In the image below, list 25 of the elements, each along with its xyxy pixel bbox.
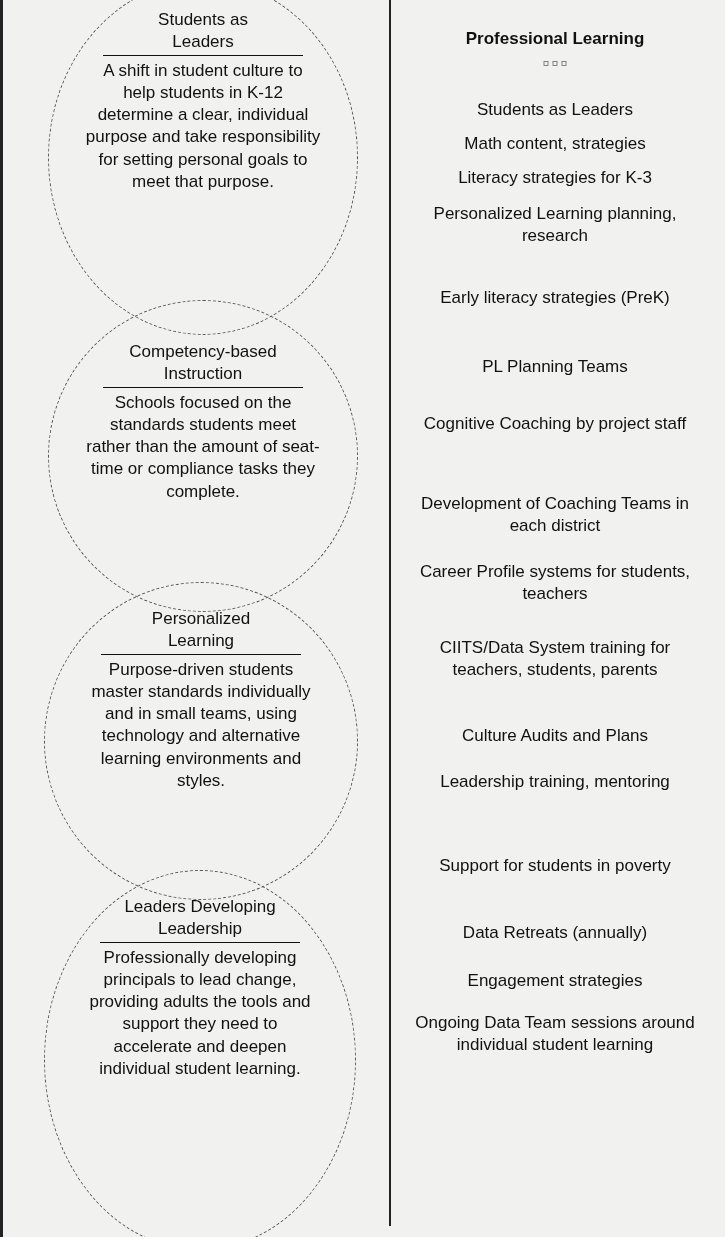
list-item: Leadership training, mentoring xyxy=(439,771,671,793)
list-item: Students as Leaders xyxy=(476,99,634,121)
ellipse-heading: Personalized Learning xyxy=(101,608,301,656)
list-item: Ongoing Data Team sessions around individual student learning xyxy=(414,1012,696,1057)
ellipse-description: Schools focused on the standards students meet rather than the amount of seat-time or compliance tasks they complete. xyxy=(85,392,321,503)
list-item: PL Planning Teams xyxy=(481,356,629,378)
list-item: Literacy strategies for K-3 xyxy=(457,167,653,189)
ellipse-heading: Students as Leaders xyxy=(103,9,303,57)
list-item: CIITS/Data System training for teachers, students, parents xyxy=(438,637,672,682)
list-item: Engagement strategies xyxy=(466,970,644,992)
ellipse-description: Professionally developing principals to lead change, providing adults the tools and support they need to accelerate and deepen individual student learning. xyxy=(88,947,312,1080)
ellipse-heading: Leaders Developing Leadership xyxy=(100,896,300,944)
list-item: Career Profile systems for students, teachers xyxy=(418,561,692,606)
ellipse-description: Purpose-driven students master standards individually and in small teams, using technology and alternative learning environments and styles. xyxy=(90,659,312,792)
list-item: Culture Audits and Plans xyxy=(460,725,650,747)
list-item: Development of Coaching Teams in each district xyxy=(419,493,691,538)
list-item: Data Retreats (annually) xyxy=(461,922,649,944)
list-item: Early literacy strategies (PreK) xyxy=(439,287,671,309)
list-item: Personalized Learning planning, research xyxy=(432,203,678,248)
list-item: Cognitive Coaching by project staff xyxy=(422,413,688,435)
column-heading: Professional Learning xyxy=(464,28,646,50)
list-item: Math content, strategies xyxy=(463,133,647,155)
list-item: Support for students in poverty xyxy=(438,855,672,877)
ellipse-description: A shift in student culture to help students in K-12 determine a clear, individual purpose and take responsibility for setting personal goals to meet that purpose. xyxy=(85,60,321,193)
ellipse-heading: Competency-based Instruction xyxy=(103,341,303,389)
